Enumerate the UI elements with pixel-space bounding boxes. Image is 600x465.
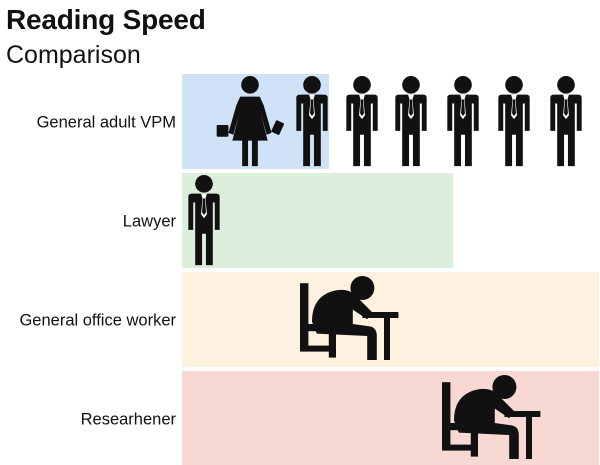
man-icon [395,76,427,167]
desk-worker-icon [300,276,399,360]
bar-1 [182,173,453,268]
category-label-0: General adult VPM [37,114,176,132]
people-row-icon [216,76,582,167]
category-label-3: Researhener [81,411,177,429]
chart-subtitle: Comparison [6,41,141,69]
woman-icon [216,76,285,167]
bar-3 [182,371,599,465]
category-label-2: General office worker [19,312,176,330]
category-label-1: Lawyer [123,213,177,231]
desk-worker-icon [442,375,541,459]
man-icon [346,76,378,167]
man-icon [188,175,220,266]
desk-worker-icon [300,276,399,360]
lawyer-icon [188,175,220,266]
bar-2 [182,272,599,367]
chart-title: Reading Speed [6,4,206,35]
man-icon [447,76,479,167]
man-icon [498,76,530,167]
man-icon [550,76,582,167]
desk-worker-icon [442,375,541,459]
man-icon [296,76,328,167]
